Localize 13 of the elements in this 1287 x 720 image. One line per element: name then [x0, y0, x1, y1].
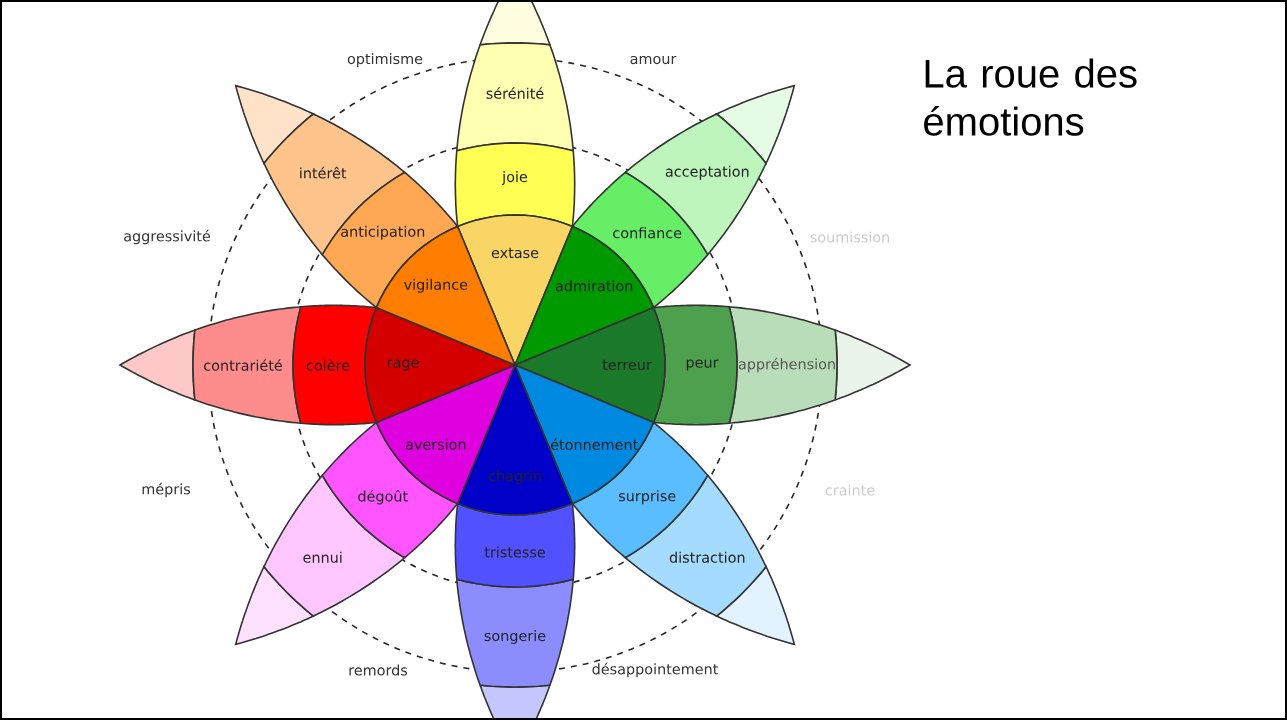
dyad-label: remords	[349, 664, 408, 676]
emotion-segment: tristesse	[454, 502, 576, 588]
petal-tip	[234, 565, 315, 646]
emotion-segment: peur	[652, 304, 738, 426]
dyad-label: désappointement	[592, 662, 718, 678]
title: La roue des émotions	[924, 58, 1137, 136]
petal-tip	[715, 565, 796, 646]
petal-tip	[234, 84, 315, 165]
dyad-label: mépris	[142, 482, 191, 498]
dyad-label: optimisme	[347, 53, 423, 67]
dyad-label: amour	[630, 55, 677, 65]
dyad-label: aggressivité	[124, 229, 211, 245]
petal-tip	[715, 84, 796, 165]
